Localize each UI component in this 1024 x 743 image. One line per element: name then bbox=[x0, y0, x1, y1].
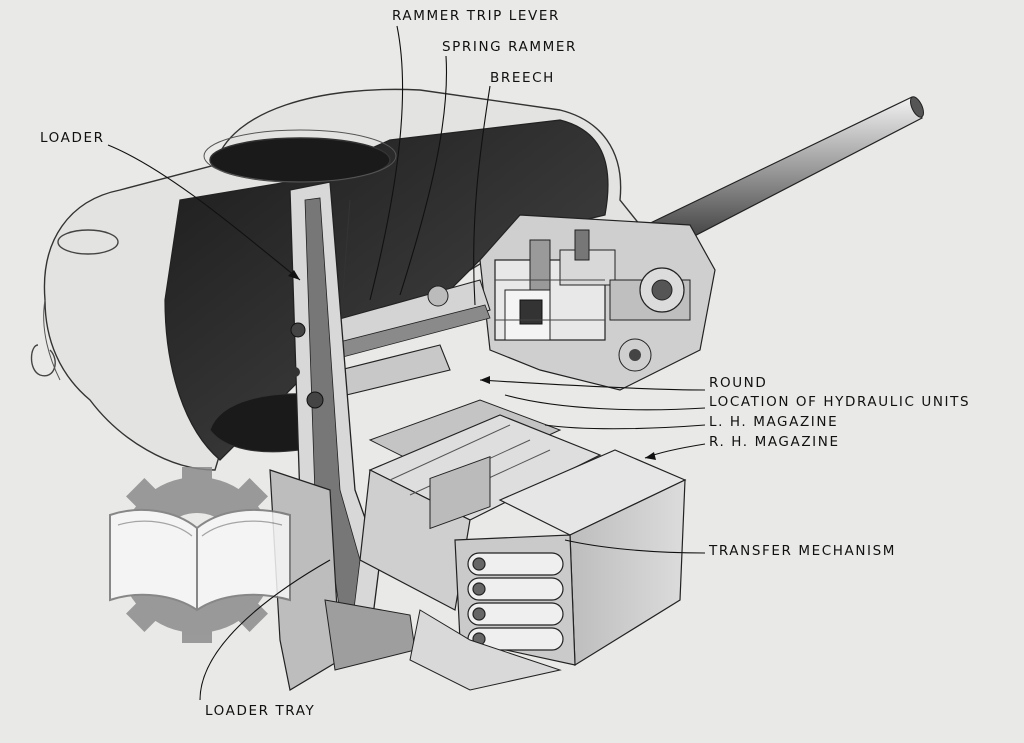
label-location-of-hydraulic-units: LOCATION OF HYDRAULIC UNITS bbox=[709, 394, 971, 410]
base-plate bbox=[409, 609, 562, 691]
label-loader: LOADER bbox=[40, 130, 105, 146]
label-spring-rammer: SPRING RAMMER bbox=[442, 39, 577, 55]
turret-hull bbox=[30, 88, 642, 471]
label-breech: BREECH bbox=[490, 70, 555, 86]
watermark-logo bbox=[109, 467, 291, 643]
lh-magazine bbox=[359, 414, 602, 611]
turret-interior bbox=[164, 119, 609, 461]
label-transfer-mechanism: TRANSFER MECHANISM bbox=[709, 543, 897, 559]
label-loader-tray: LOADER TRAY bbox=[205, 703, 316, 719]
label-lh-magazine: L. H. MAGAZINE bbox=[709, 414, 839, 430]
ammunition-rounds bbox=[467, 552, 564, 651]
breech-assembly bbox=[479, 214, 716, 391]
label-round: ROUND bbox=[709, 375, 768, 391]
label-rammer-trip-lever: RAMMER TRIP LEVER bbox=[392, 8, 561, 24]
leader-arrowheads bbox=[288, 270, 656, 460]
label-rh-magazine: R. H. MAGAZINE bbox=[709, 434, 840, 450]
